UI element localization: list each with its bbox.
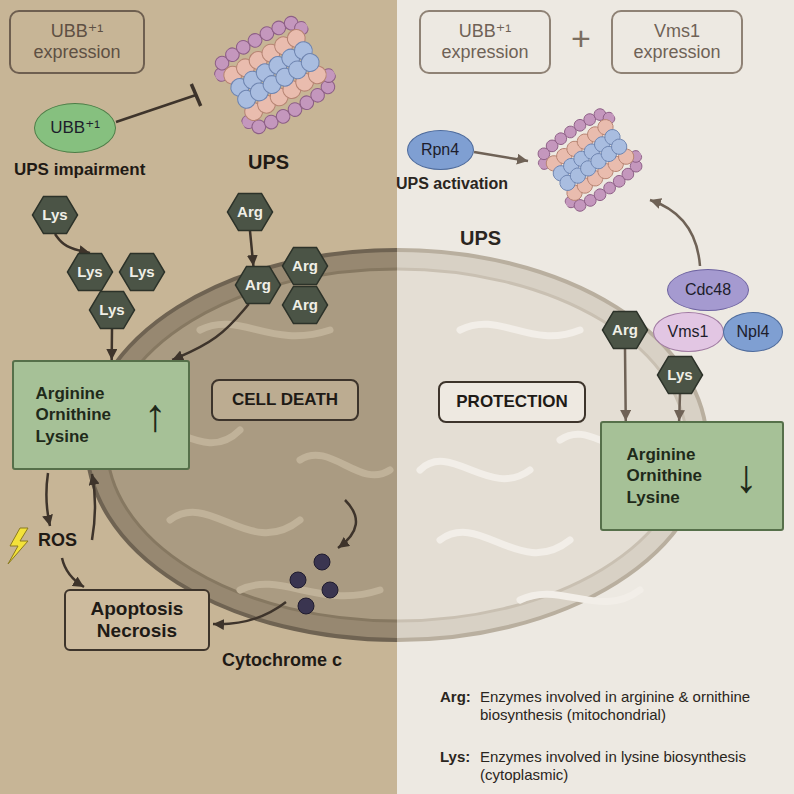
enzyme-hexagon: Lys [32,196,78,234]
metabolite-box: Arginine Ornithine Lysine↑ [12,360,190,470]
node-text: Vms1 expression [623,21,731,62]
arrow-connector [250,231,253,266]
cytochrome-dots [290,554,338,614]
node-text: PROTECTION [448,392,576,412]
node-text: Rpn4 [414,141,467,159]
node-text: Arg [286,296,324,313]
node-text: Apoptosis Necrosis [74,598,200,642]
node-text: Arginine Ornithine Lysine [36,383,136,447]
enzyme-hexagon: Arg [282,247,328,285]
condition-box: UBB⁺¹ expression [9,10,145,74]
arrow-connector [172,304,249,360]
hexagon-shape [602,311,647,348]
hexagon-shape [282,247,327,284]
hexagon-shape [32,196,77,233]
enzyme-hexagon: Lys [657,356,703,394]
pathway-arrows [474,152,700,266]
enzyme-hexagon: Lys [89,291,135,329]
node-text: Lys [71,263,109,280]
state-box: CELL DEATH [211,379,359,421]
key-text: Enzymes involved in lysine biosynthesis … [480,748,786,784]
hexagon-shape [282,286,327,323]
protein-oval: Rpn4 [407,130,474,170]
arrow-connector [55,234,90,253]
hexagon-shape [119,253,164,290]
annotation-label: UPS activation [396,174,508,193]
metabolite-box: Arginine Ornithine Lysine↓ [600,421,784,531]
node-text: Arginine Ornithine Lysine [627,444,727,508]
key-text: Lys: [440,748,470,766]
condition-box: Vms1 expression [611,10,743,74]
node-text: Vms1 [660,323,717,341]
protein-oval: Vms1 [653,312,724,352]
lightning-symbol [8,528,28,564]
node-text: Lys [93,301,131,318]
hexagon-shape [89,291,134,328]
enzyme-hexagon: Lys [67,253,113,291]
node-text: Arg [231,203,269,220]
enzyme-hexagon: Arg [227,193,273,231]
node-text: Cdc48 [674,281,742,299]
node-text: UBB⁺¹ expression [21,21,133,62]
arrow-connector [110,329,113,360]
outcome-box: Apoptosis Necrosis [64,589,210,651]
arrow-connector [624,349,627,421]
node-text: Lys [36,206,74,223]
node-text: Arg [286,257,324,274]
key-text: Enzymes involved in arginine & ornithine… [480,688,786,724]
hexagon-shape [657,356,702,393]
node-text: Lys [661,366,699,383]
enzyme-hexagon: Arg [602,311,648,349]
annotation-label: UPS [248,150,289,174]
annotation-label: ROS [38,530,77,552]
annotation-label: + [566,18,596,59]
annotation-label: UPS [460,226,501,250]
hexagon-shape [67,253,112,290]
node-text: Lys [123,263,161,280]
node-text: ↓ [735,453,758,499]
annotation-label: Cytochrome c [222,650,342,672]
proteasome [206,8,345,142]
enzyme-hexagon: Lys [119,253,165,291]
node-text: Arg [606,321,644,338]
hexagon-shape [227,193,272,230]
protein-oval: Cdc48 [667,269,749,311]
proteasome [530,101,650,219]
protein-oval: UBB⁺¹ [34,103,116,153]
hexagon-shape [235,266,280,303]
node-text: ↑ [144,392,167,438]
protein-oval: Npl4 [723,312,783,352]
annotation-label: UPS impairment [14,160,145,180]
node-text: CELL DEATH [221,390,349,410]
node-text: UBB⁺¹ [41,118,109,138]
enzyme-hexagon: Arg [282,286,328,324]
enzyme-hexagon: Arg [235,266,281,304]
arrow-connector [678,394,681,421]
key-text: Arg: [440,688,471,706]
node-text: Arg [239,276,277,293]
node-text: Npl4 [730,323,776,341]
node-text: UBB⁺¹ expression [431,21,539,62]
state-box: PROTECTION [438,381,586,423]
condition-box: UBB⁺¹ expression [419,10,551,74]
